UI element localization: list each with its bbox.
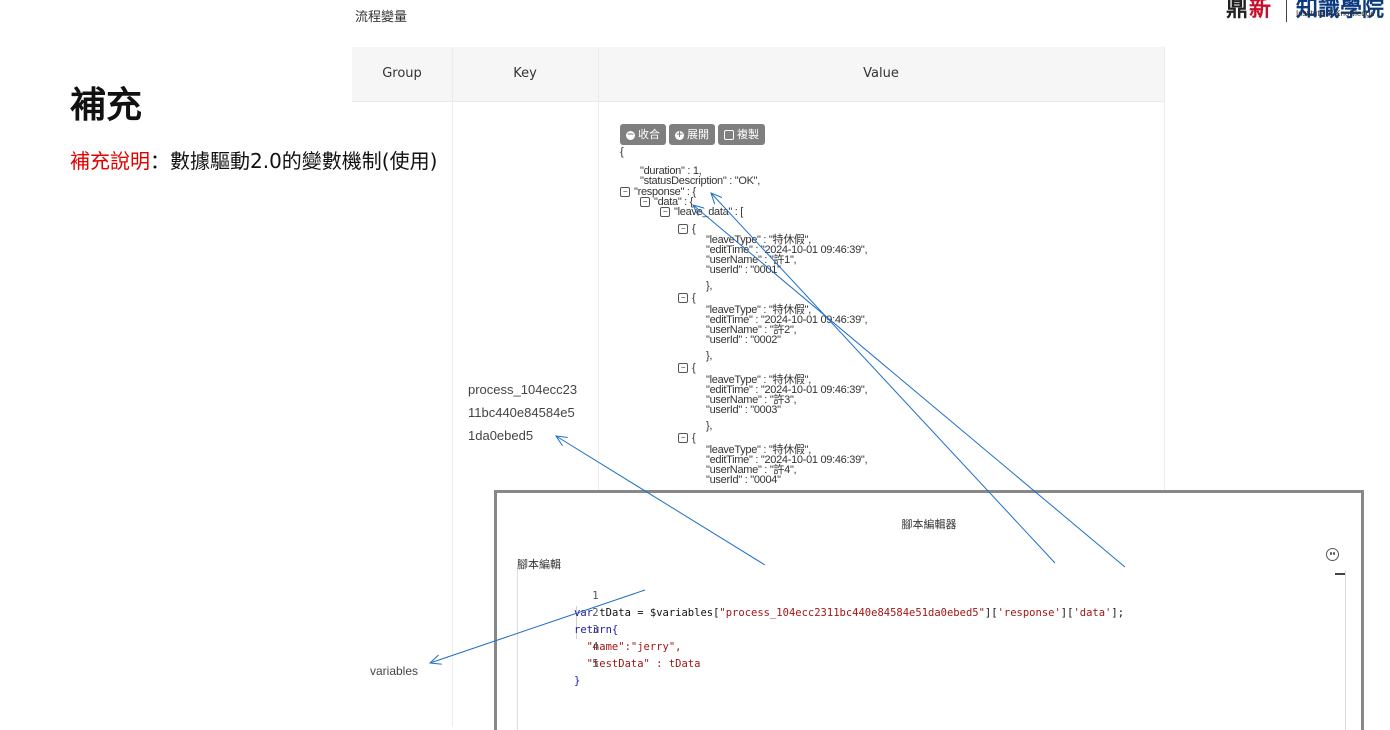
logo-divider <box>1286 0 1287 22</box>
json-line: "userId" : "0004" <box>706 474 781 486</box>
collapse-button[interactable]: −收合 <box>620 124 666 145</box>
key-line: process_104ecc23 <box>468 382 578 397</box>
collapse-toggle-icon[interactable]: − <box>660 207 670 217</box>
code-line: 3 "name":"jerry", <box>518 605 682 673</box>
json-line: "leaveType" : "特休假", <box>706 374 811 386</box>
line-number: 2 <box>592 607 599 619</box>
table-header <box>352 47 1165 102</box>
json-line: "duration" : 1, <box>640 165 702 177</box>
emoji-icon[interactable] <box>1326 548 1339 561</box>
collapse-toggle-icon[interactable]: − <box>678 293 688 303</box>
column-divider <box>1164 47 1165 727</box>
indent-guide <box>576 606 577 639</box>
editor-scrollbar[interactable] <box>1335 573 1345 575</box>
json-line: }, <box>706 350 713 362</box>
line-number: 5 <box>592 658 599 670</box>
json-line: −"response" : { <box>620 186 696 197</box>
variables-label: variables <box>370 664 419 678</box>
json-line: "userId" : "0003" <box>706 404 781 416</box>
note-highlight: 補充說明 <box>70 149 150 173</box>
json-line: "leaveType" : "特休假", <box>706 304 811 316</box>
section-label: 流程變量 <box>355 10 408 25</box>
json-line: "userId" : "0001" <box>706 264 781 276</box>
code-line: 4 "testData" : tData <box>518 622 701 690</box>
json-line: }, <box>706 420 713 432</box>
editor-label: 腳本編輯 <box>517 558 561 571</box>
json-line: −{ <box>678 292 696 303</box>
json-line: "userName" : "許3", <box>706 394 797 406</box>
expand-button[interactable]: +展開 <box>669 124 715 145</box>
arrow-to-variables-label <box>430 589 646 663</box>
json-toolbar: −收合+展開複製 <box>620 123 768 145</box>
key-line: 11bc440e84584e5 <box>468 405 575 420</box>
copy-icon <box>724 130 734 140</box>
json-line: "userName" : "許4", <box>706 464 797 476</box>
collapse-toggle-icon[interactable]: − <box>620 187 630 197</box>
code-line: 5 } <box>518 639 599 707</box>
code-line: 1 var tData = $variables["process_104ecc… <box>518 571 1124 639</box>
json-line: "leaveType" : "特休假", <box>706 234 811 246</box>
json-line: −{ <box>678 432 696 443</box>
process-variables-table: Group Key Value <box>352 47 1165 727</box>
json-line: "userName" : "許1", <box>706 254 797 266</box>
column-divider <box>452 47 453 727</box>
arrow-to-data <box>693 205 1126 568</box>
code-text: "name":"jerry", <box>574 641 682 653</box>
arrow-to-process-key <box>556 436 766 566</box>
arrow-to-response <box>711 193 1056 564</box>
json-line: "userId" : "0002" <box>706 334 781 346</box>
collapse-toggle-icon[interactable]: − <box>678 363 688 373</box>
collapse-toggle-icon[interactable]: − <box>678 433 688 443</box>
json-line: "editTime" : "2024-10-01 09:46:39", <box>706 454 868 466</box>
json-line: "editTime" : "2024-10-01 09:46:39", <box>706 384 868 396</box>
logo-institute-cn: 知識學院 <box>1296 0 1385 22</box>
json-line: −{ <box>678 223 696 234</box>
header-value[interactable]: Value <box>863 66 899 81</box>
logo-institute-en: Institute of Knowledge <box>1296 9 1375 18</box>
json-line: "leaveType" : "特休假", <box>706 444 811 456</box>
header-group[interactable]: Group <box>382 66 422 81</box>
column-divider <box>598 47 599 727</box>
line-number: 4 <box>592 641 599 653</box>
line-number: 1 <box>592 590 599 602</box>
json-line: −"data" : { <box>640 196 693 207</box>
code-text: var tData = $variables["process_104ecc23… <box>574 607 1125 619</box>
copy-button[interactable]: 複製 <box>718 124 765 145</box>
json-line: }, <box>706 280 713 292</box>
code-text: return{ <box>574 624 619 636</box>
json-line: { <box>620 146 624 158</box>
json-line: "userName" : "許2", <box>706 324 797 336</box>
json-line: "statusDescription" : "OK", <box>640 175 761 187</box>
script-editor-dialog: 腳本編輯器 腳本編輯 1 var tData = $variables["pro… <box>494 490 1364 730</box>
code-text: } <box>574 675 581 687</box>
minus-circle-icon: − <box>626 129 635 140</box>
json-line: −{ <box>678 362 696 373</box>
line-number: 3 <box>592 624 599 636</box>
dialog-title: 腳本編輯器 <box>901 518 957 531</box>
logo-brand: 鼎新 <box>1226 0 1273 22</box>
collapse-toggle-icon[interactable]: − <box>678 224 688 234</box>
code-editor[interactable]: 1 var tData = $variables["process_104ecc… <box>517 570 1346 730</box>
company-logo: 鼎新 知識學院 Institute of Knowledge <box>1226 0 1390 22</box>
code-line: 2 return{ <box>518 588 618 656</box>
variable-key-cell: process_104ecc23 11bc440e84584e5 1da0ebe… <box>468 378 577 447</box>
header-key[interactable]: Key <box>513 66 537 81</box>
plus-circle-icon: + <box>675 129 684 140</box>
slide-note: 補充說明：數據驅動2.0的變數機制(使用) <box>70 145 437 174</box>
code-text: "testData" : tData <box>574 658 701 670</box>
key-line: 1da0ebed5 <box>468 428 534 443</box>
json-line: "editTime" : "2024-10-01 09:46:39", <box>706 244 868 256</box>
slide-title: 補充 <box>70 85 143 126</box>
json-line: "editTime" : "2024-10-01 09:46:39", <box>706 314 868 326</box>
collapse-toggle-icon[interactable]: − <box>640 197 650 207</box>
note-text: ：數據驅動2.0的變數機制(使用) <box>150 149 438 173</box>
